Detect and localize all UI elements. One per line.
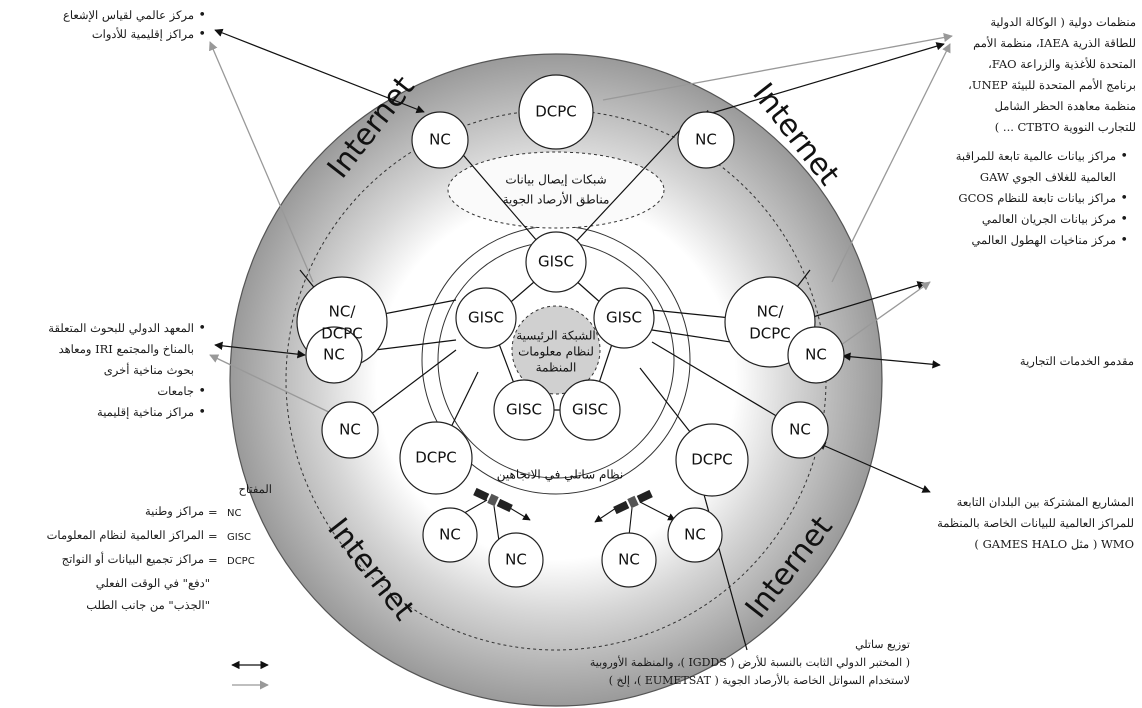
wmo-net-ellipse [447,151,665,229]
nc-node-lower-right [771,401,829,459]
pull-arrows [209,33,953,416]
nc-label: NC [339,421,361,439]
nc-label: NC [429,131,451,149]
note-line: WMO ( مثل GAMES HALO ) [974,537,1134,551]
note-line: للطاقة الذرية IAEA، منظمة الأمم [973,36,1136,50]
nc-dcpc-label-line1: NC/ [757,303,785,321]
note-line: المتحدة للأغذية والزراعة FAO، [988,57,1136,71]
key-meaning: مراكز تجميع البيانات أو النواتج [61,552,204,566]
note-line: منظمات دولية ( الوكالة الدولية [990,15,1136,29]
core-network [511,305,601,395]
key-meaning: مراكز وطنية [145,504,204,518]
wmo-net-label-line2: مناطق الأرصاد الجوية [503,192,610,207]
nc-node-top-right [677,111,735,169]
key-pull-label: "الجذب" من جانب الطلب [86,598,210,612]
gisc-label: GISC [468,309,504,327]
dcpc-node-lower-left [399,421,473,495]
nc-label: NC [505,551,527,569]
wmo-net-label-line1: شبكات إيصال بيانات [505,173,606,188]
satellite-label: نظام ساتلي في الاتجاهين [497,468,623,482]
key-title: المفتاح [238,482,272,496]
nc-label: NC [684,526,706,544]
nc-node-bottom-2 [488,532,544,588]
note-right-bottom: المشاريع المشتركة بين البلدان التابعة لل… [898,492,1134,555]
key-code: GISC [227,532,252,543]
nc-dcpc-label-line1: NC/ [329,303,357,321]
note-line: للمراكز العالمية للبيانات الخاصة بالمنظم… [937,516,1134,530]
satellite-icon-right [613,489,653,515]
note-item: مراكز إقليمية للأدوات [38,25,206,44]
key-code: DCPC [227,556,255,567]
note-item: مراكز بيانات عالمية تابعة للمراقبة [930,146,1128,167]
note-line: العالمية للغلاف الجوي GAW [979,170,1116,184]
nc-node-lower-left [321,401,379,459]
nc-label: NC [789,421,811,439]
nc-node-bottom-4 [667,507,723,563]
dcpc-node-lower-right [675,423,749,497]
note-item: مركز عالمي لقياس الإشعاع [38,6,206,25]
note-commercial: مقدمو الخدمات التجارية [1019,354,1134,368]
note-item: مراكز بيانات تابعة للنظام GCOS [930,188,1128,209]
gisc-node-right [593,287,655,349]
nc-node-mid-right [787,326,845,384]
note-line: للتجارب النووية CTBTO ... ) [994,120,1136,134]
push-arrows [214,28,945,651]
dcpc-node-top [518,74,594,150]
gisc-label: GISC [538,253,574,271]
nc-label: NC [695,131,717,149]
nc-dcpc-label-line2: DCPC [321,325,363,343]
note-right-mid: مراكز بيانات عالمية تابعة للمراقبة العال… [930,146,1130,251]
key-code: NC [227,508,242,519]
core-label-line1: الشبكة الرئيسية [516,329,596,343]
note-left-mid: المعهد الدولي للبحوث المتعلقة بالمناخ وا… [8,318,208,423]
nc-label: NC [439,526,461,544]
note-top-right: منظمات دولية ( الوكالة الدولية للطاقة ال… [940,12,1136,138]
note-item: جامعات [8,381,206,402]
gisc-label: GISC [572,401,608,419]
nc-label: NC [618,551,640,569]
gisc-node-bottom-right [559,379,621,441]
note-line: برنامج الأمم المتحدة للبيئة UNEP، [968,78,1136,92]
note-item: مركز مناخيات الهطول العالمي [930,230,1128,251]
note-line: لاستخدام السواتل الخاصة بالأرصاد الجوية … [608,674,910,687]
gisc-node-left [455,287,517,349]
key-meaning: المراكز العالمية لنظام المعلومات [46,528,204,542]
note-line: توزيع ساتلي [855,638,910,651]
core-label-line2: لنظام معلومات [518,345,594,359]
key-push-label: "دفع" في الوقت الفعلي [95,576,210,590]
gisc-node-bottom-left [493,379,555,441]
nc-node-top-left [411,111,469,169]
gisc-label: GISC [606,309,642,327]
gisc-node-top [525,231,587,293]
gisc-label: GISC [506,401,542,419]
nc-label: NC [323,346,345,364]
dcpc-label: DCPC [691,451,733,469]
nc-node-bottom-1 [422,507,478,563]
nc-dcpc-label-line2: DCPC [749,325,791,343]
note-line: بالمناخ والمجتمع IRI ومعاهد [58,342,194,356]
note-top-left: مركز عالمي لقياس الإشعاع مراكز إقليمية ل… [38,6,208,44]
core-label-line3: المنظمة [536,361,577,375]
note-line: منظمة معاهدة الحظر الشامل [994,99,1136,113]
dcpc-label: DCPC [415,449,457,467]
note-item: مراكز مناخية إقليمية [8,402,206,423]
note-bottom: توزيع ساتلي ( المختبر الدولي الثابت بالن… [558,636,910,690]
nc-node-mid-left [305,326,363,384]
satellite-icon-left [473,487,513,513]
note-item: مركز بيانات الجريان العالمي [930,209,1128,230]
nc-node-bottom-3 [601,532,657,588]
dcpc-label: DCPC [535,103,577,121]
note-line: بحوث مناخية أخرى [103,363,194,377]
nc-label: NC [805,346,827,364]
note-item: المعهد الدولي للبحوث المتعلقة [8,318,206,339]
note-line: المشاريع المشتركة بين البلدان التابعة [956,495,1134,509]
note-line: ( المختبر الدولي الثابت بالنسبة للأرض ( … [589,656,910,669]
